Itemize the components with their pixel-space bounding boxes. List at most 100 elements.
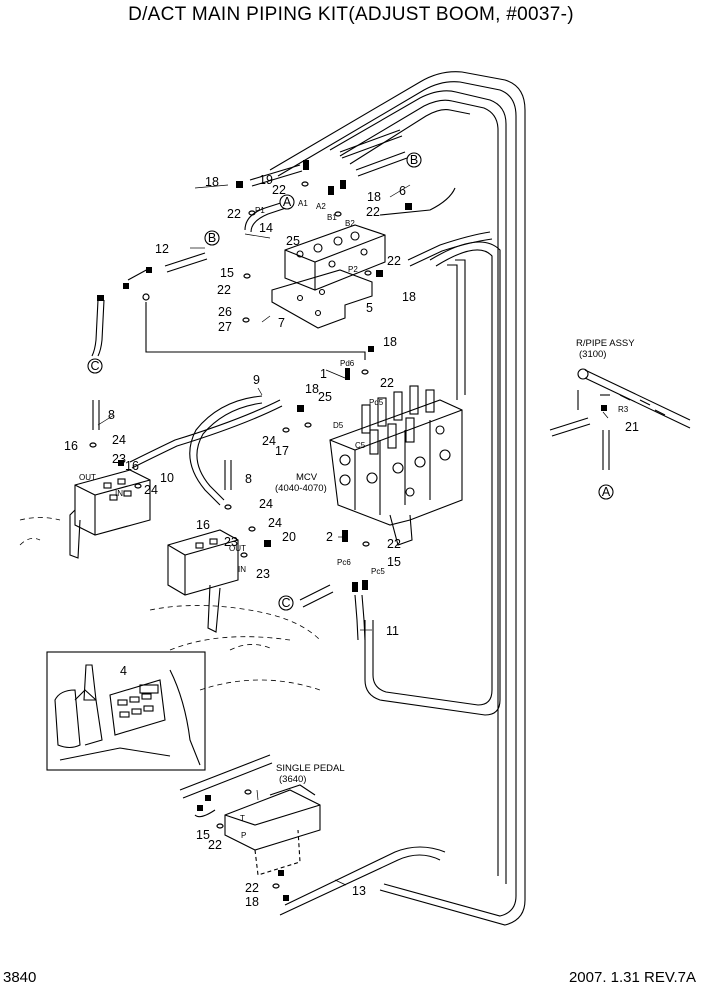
callout-15-upper: 15 [220,266,234,280]
callout-18-upper-right: 18 [367,190,381,204]
callout-8-mid: 8 [245,472,252,486]
callout-18-upper-left: 18 [205,175,219,189]
port-pd5: Pd5 [369,398,384,407]
callout-16-left: 16 [64,439,78,453]
callout-24-c: 24 [262,434,276,448]
port-a1: A1 [298,199,308,208]
rpipe-code: (3100) [579,349,606,360]
machine-outline [19,517,321,691]
callout-24-b: 24 [144,483,158,497]
callout-17: 17 [275,444,289,458]
callout-22-g: 22 [387,537,401,551]
ref-a-right: A [602,485,611,499]
port-d5: D5 [333,421,344,430]
callout-2: 2 [326,530,333,544]
cabin-inset [46,651,206,771]
port-in-2: IN [238,565,246,574]
callout-22-d: 22 [387,254,401,268]
callout-18-block-right: 18 [402,290,416,304]
rpipe-assembly [549,368,691,470]
callout-25-upper: 25 [286,234,300,248]
callout-24-d: 24 [259,497,273,511]
port-pc5: Pc5 [371,567,385,576]
rpipe-label: R/PIPE ASSY [576,338,635,349]
hose-bundle-main [269,71,526,926]
callout-22-c: 22 [366,205,380,219]
port-out-2: OUT [229,544,246,553]
port-b1: B1 [327,213,337,222]
port-out-1: OUT [79,473,96,482]
callout-4: 4 [120,664,127,678]
callout-16-mid: 16 [125,459,139,473]
callout-27: 27 [218,320,232,334]
callouts: 1 2 4 5 6 7 8 8 9 10 11 12 13 14 15 15 1… [64,173,639,909]
callout-18-bottom: 18 [245,895,259,909]
mcv-code: (4040-4070) [275,483,327,494]
callout-1: 1 [320,367,327,381]
single-pedal [179,754,321,876]
pedal-code: (3640) [279,774,306,785]
callout-18-mcv-top: 18 [383,335,397,349]
callout-9: 9 [253,373,260,387]
port-b2: B2 [345,219,355,228]
callout-23-b: 23 [224,535,238,549]
port-a2: A2 [316,202,326,211]
fittings [97,160,607,901]
callout-24-e: 24 [268,516,282,530]
callout-8-left: 8 [108,408,115,422]
callout-12: 12 [155,242,169,256]
callout-22-i: 22 [245,881,259,895]
callout-5: 5 [366,301,373,315]
port-pc6: Pc6 [337,558,351,567]
callout-22-e: 22 [217,283,231,297]
callout-18-mcv-left: 18 [305,382,319,396]
ref-b-upper: B [410,153,418,167]
callout-20: 20 [282,530,296,544]
callout-24-a: 24 [112,433,126,447]
circle-refs: A B B C C A [87,152,614,611]
callout-22-f: 22 [380,376,394,390]
ref-c-lower: C [281,596,290,610]
pilot-lines [91,267,366,430]
callout-16-lower: 16 [196,518,210,532]
callout-6: 6 [399,184,406,198]
notes: MCV (4040-4070) R/PIPE ASSY (3100) SINGL… [275,338,635,785]
hose-tubes-top [164,129,493,273]
o-rings [89,181,372,889]
callout-23-a: 23 [112,452,126,466]
lower-brackets [69,469,239,633]
callout-26: 26 [218,305,232,319]
page-number: 3840 [3,969,37,986]
ref-b-left: B [208,231,216,245]
port-r3: R3 [618,405,629,414]
port-in-1: IN [115,489,123,498]
port-block [284,224,386,291]
mcv-valve [329,385,463,546]
callout-19: 19 [259,173,273,187]
hose-left-mcv [129,395,366,641]
leader-lines [97,184,609,886]
callout-14: 14 [259,221,273,235]
callout-23-c: 23 [256,567,270,581]
ref-c-left: C [90,359,99,373]
port-t: T [240,814,245,823]
callout-22-a: 22 [227,207,241,221]
mcv-label: MCV [296,472,318,483]
ref-a-upper: A [283,195,292,209]
port-pd6: Pd6 [340,359,355,368]
revision-date: 2007. 1.31 REV.7A [568,969,696,986]
callout-11: 11 [386,624,399,638]
callout-22-b: 22 [272,183,286,197]
callout-22-h: 22 [208,838,222,852]
callout-15-mcv: 15 [387,555,401,569]
pedal-label: SINGLE PEDAL [276,763,345,774]
callout-15-pedal: 15 [196,828,210,842]
bracket-plate [271,269,373,329]
callout-25-mcv: 25 [318,390,332,404]
callout-7: 7 [278,316,285,330]
callout-10: 10 [160,471,174,485]
callout-21: 21 [625,420,639,434]
port-p2: P2 [348,265,358,274]
port-p: P [241,831,246,840]
